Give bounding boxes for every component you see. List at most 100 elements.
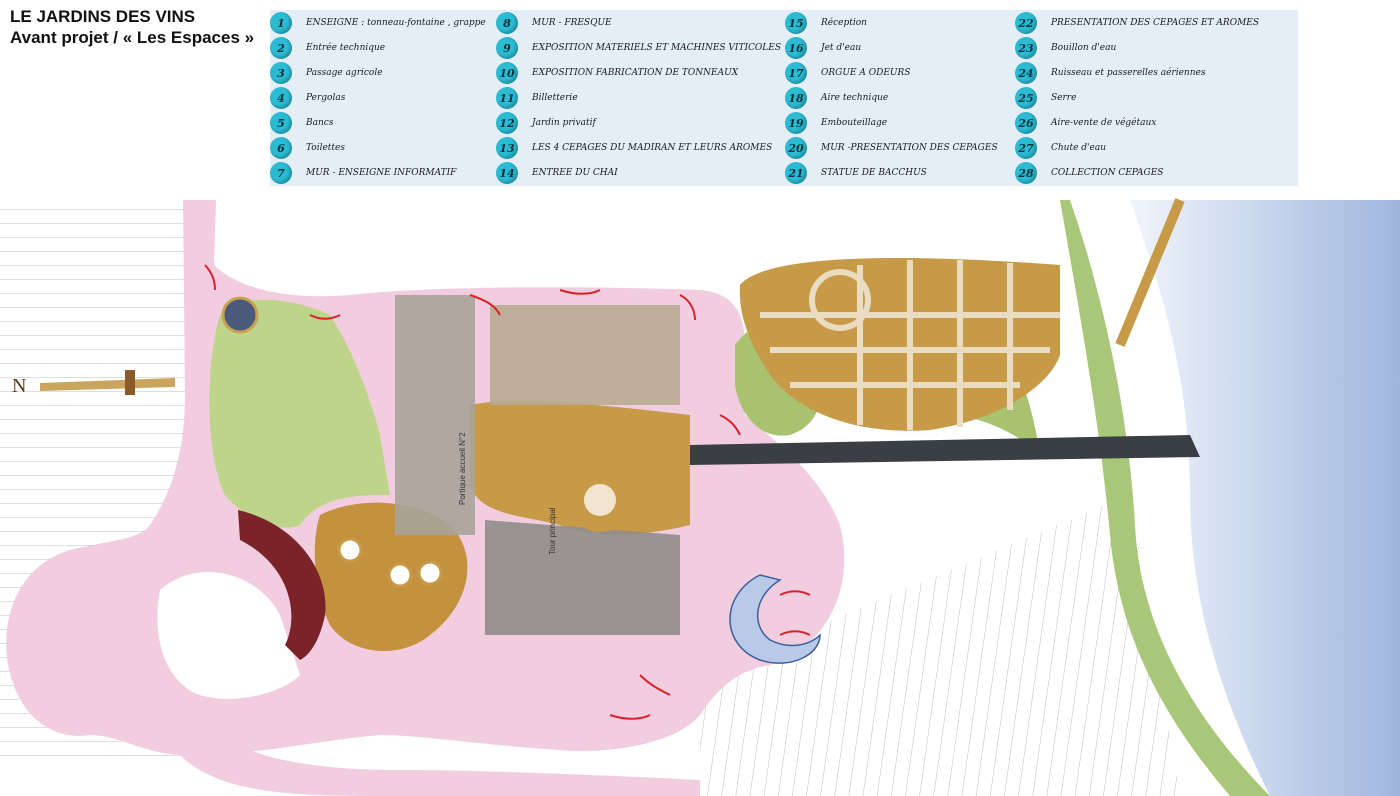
legend-item: 12 Jardin privatif: [496, 111, 596, 135]
legend-item: 13 LES 4 CEPAGES DU MADIRAN ET LEURS AROM…: [496, 136, 772, 160]
lawn-left: [209, 299, 390, 528]
terrace-grid: [760, 260, 1060, 430]
central-patio: [470, 400, 690, 535]
legend-label: Embouteillage: [821, 118, 888, 128]
legend-label: Passage agricole: [306, 68, 383, 78]
legend-number-badge: 4: [270, 87, 292, 109]
barrel-3: [417, 560, 443, 586]
legend-number-badge: 26: [1015, 112, 1037, 134]
legend-number-badge: 18: [785, 87, 807, 109]
building-label-tour: Tour principal: [548, 507, 557, 555]
legend-item: 8 MUR - FRESQUE: [496, 11, 612, 35]
legend-number-badge: 15: [785, 12, 807, 34]
title-line-1: LE JARDINS DES VINS: [10, 7, 196, 26]
road-loop: [157, 571, 300, 699]
legend-number-badge: 12: [496, 112, 518, 134]
legend-item: 1 ENSEIGNE : tonneau-fontaine , grappe: [270, 11, 486, 35]
legend-panel: 1 ENSEIGNE : tonneau-fontaine , grappe 2 En…: [270, 10, 1298, 186]
legend-label: Aire-vente de végétaux: [1051, 118, 1157, 128]
legend-label: Réception: [821, 18, 867, 28]
legend-label: Jet d'eau: [821, 43, 862, 53]
legend-label: Ruisseau et passerelles aériennes: [1051, 68, 1206, 78]
legend-number-badge: 10: [496, 62, 518, 84]
site-plan: Portique accueil N°2 Tour principal N: [0, 198, 1400, 796]
legend-label: Toilettes: [306, 143, 345, 153]
legend-label: LES 4 CEPAGES DU MADIRAN ET LEURS AROMES: [532, 143, 773, 153]
legend-item: 2 Entrée technique: [270, 36, 385, 60]
legend-item: 17 ORGUE A ODEURS: [785, 61, 910, 85]
page-title: LE JARDINS DES VINS Avant projet / « Les…: [10, 6, 254, 48]
legend-label: ENTREE DU CHAI: [532, 168, 618, 178]
building-main: [395, 295, 475, 535]
legend-label: Jardin privatif: [532, 118, 596, 128]
legend-number-badge: 7: [270, 162, 292, 184]
service-road: [180, 725, 700, 796]
legend-label: MUR - FRESQUE: [532, 18, 612, 28]
legend-number-badge: 27: [1015, 137, 1037, 159]
legend-label: Entrée technique: [306, 43, 386, 53]
legend-number-badge: 21: [785, 162, 807, 184]
legend-number-badge: 8: [496, 12, 518, 34]
legend-label: ORGUE A ODEURS: [821, 68, 911, 78]
legend-item: 4 Pergolas: [270, 86, 345, 110]
legend-number-badge: 20: [785, 137, 807, 159]
legend-number-badge: 19: [785, 112, 807, 134]
legend-label: COLLECTION CEPAGES: [1051, 168, 1164, 178]
north-arrow: N: [12, 370, 175, 397]
legend-label: EXPOSITION FABRICATION DE TONNEAUX: [532, 68, 739, 78]
building-label-portique: Portique accueil N°2: [458, 432, 467, 505]
spiral-greenhouse: [729, 574, 821, 664]
barrel-2: [387, 562, 413, 588]
legend-item: 28 COLLECTION CEPAGES: [1015, 161, 1163, 185]
legend-label: Billetterie: [532, 93, 578, 103]
legend-number-badge: 22: [1015, 12, 1037, 34]
legend-label: MUR -PRESENTATION DES CEPAGES: [821, 143, 998, 153]
legend-number-badge: 28: [1015, 162, 1037, 184]
legend-label: Chute d'eau: [1051, 143, 1107, 153]
round-plaza-inner: [584, 484, 616, 516]
legend-label: MUR - ENSEIGNE INFORMATIF: [306, 168, 457, 178]
legend-label: Pergolas: [306, 93, 346, 103]
north-label: N: [12, 375, 26, 397]
circulation-arrows: [204, 264, 811, 720]
barrel-1: [337, 537, 363, 563]
legend-number-badge: 23: [1015, 37, 1037, 59]
legend-number-badge: 14: [496, 162, 518, 184]
legend-number-badge: 13: [496, 137, 518, 159]
legend-item: 10 EXPOSITION FABRICATION DE TONNEAUX: [496, 61, 738, 85]
amphitheatre: [238, 510, 326, 660]
legend-label: STATUE DE BACCHUS: [821, 168, 927, 178]
legend-number-badge: 16: [785, 37, 807, 59]
legend-item: 11 Billetterie: [496, 86, 578, 110]
legend-item: 20 MUR -PRESENTATION DES CEPAGES: [785, 136, 998, 160]
legend-label: Bouillon d'eau: [1051, 43, 1117, 53]
title-line-2: Avant projet / « Les Espaces »: [10, 28, 255, 47]
legend-item: 23 Bouillon d'eau: [1015, 36, 1116, 60]
legend-item: 19 Embouteillage: [785, 111, 887, 135]
river: [1130, 200, 1400, 796]
diagonal-walkway: [1115, 198, 1185, 347]
legend-number-badge: 2: [270, 37, 292, 59]
legend-item: 27 Chute d'eau: [1015, 136, 1106, 160]
legend-item: 26 Aire-vente de végétaux: [1015, 111, 1156, 135]
legend-number-badge: 24: [1015, 62, 1037, 84]
legend-number-badge: 11: [496, 87, 518, 109]
building-south: [485, 520, 680, 635]
legend-number-badge: 25: [1015, 87, 1037, 109]
river-bank: [1060, 200, 1270, 796]
legend-number-badge: 17: [785, 62, 807, 84]
legend-item: 14 ENTREE DU CHAI: [496, 161, 618, 185]
legend-item: 21 STATUE DE BACCHUS: [785, 161, 927, 185]
legend-number-badge: 1: [270, 12, 292, 34]
legend-item: 7 MUR - ENSEIGNE INFORMATIF: [270, 161, 456, 185]
legend-label: ENSEIGNE : tonneau-fontaine , grappe: [306, 18, 486, 28]
stream-channel: [690, 435, 1200, 465]
parking-stripes-bottom: [700, 495, 1180, 796]
legend-number-badge: 3: [270, 62, 292, 84]
legend-item: 16 Jet d'eau: [785, 36, 861, 60]
legend-label: Serre: [1051, 93, 1077, 103]
